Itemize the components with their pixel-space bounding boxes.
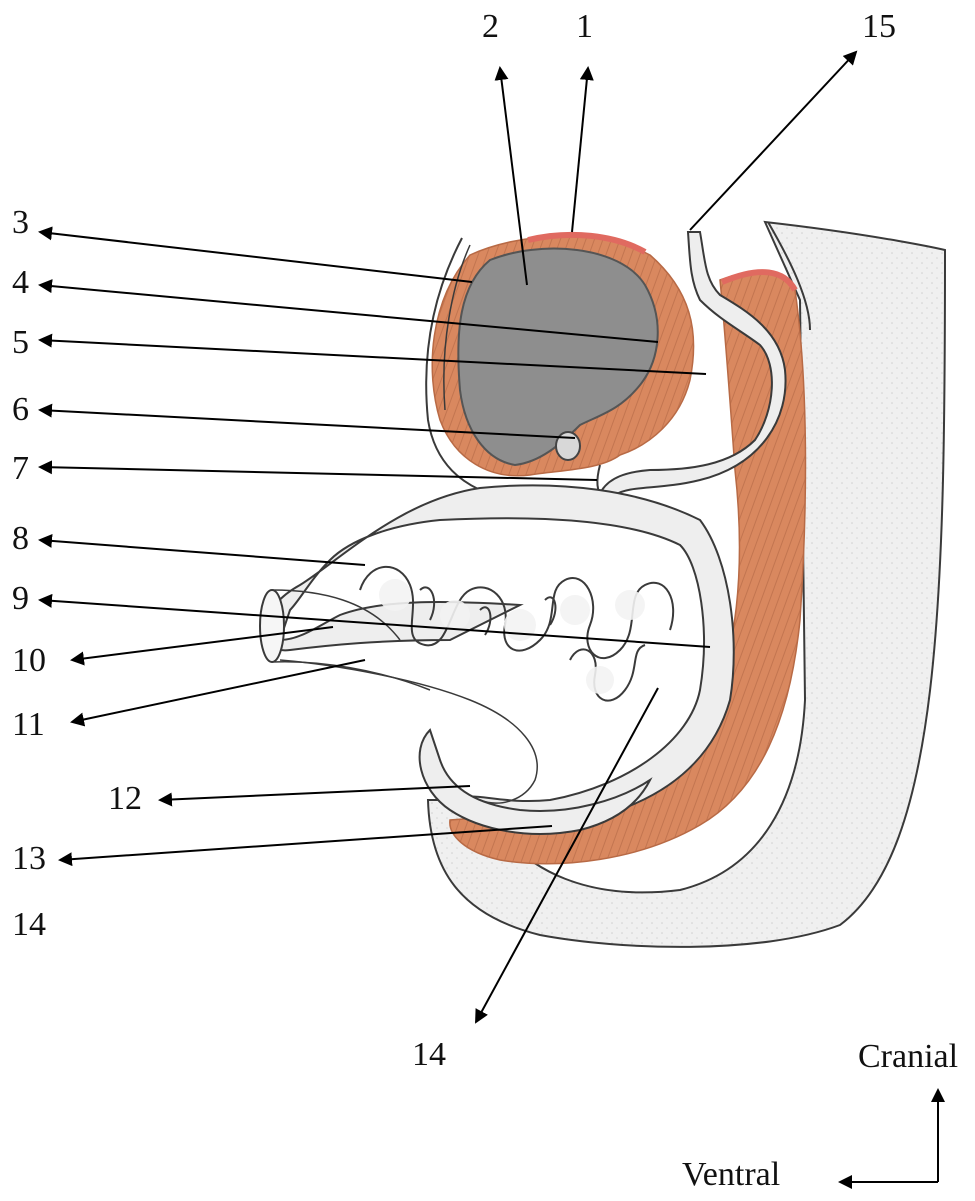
label-11: 11 — [12, 708, 45, 742]
label-3: 3 — [12, 206, 29, 240]
label-1: 1 — [576, 10, 593, 44]
arrow-15 — [690, 52, 856, 230]
hindgut-inner — [280, 660, 537, 803]
label-10: 10 — [12, 644, 46, 678]
label-4: 4 — [12, 266, 29, 300]
label-12: 12 — [108, 782, 142, 816]
label-9: 9 — [12, 582, 29, 616]
vitelline-duct-opening — [260, 590, 284, 662]
label-14-left: 14 — [12, 908, 46, 942]
label-14-bottom: 14 — [412, 1038, 446, 1072]
label-15: 15 — [862, 10, 896, 44]
label-8: 8 — [12, 522, 29, 556]
arrow-8 — [40, 540, 365, 565]
label-5: 5 — [12, 326, 29, 360]
arrow-11 — [72, 660, 365, 722]
arrow-3 — [40, 232, 472, 282]
midgut-loop — [265, 485, 734, 828]
label-2: 2 — [482, 10, 499, 44]
orientation-cranial: Cranial — [858, 1040, 958, 1074]
label-6: 6 — [12, 393, 29, 427]
arrow-12 — [160, 786, 470, 800]
label-7: 7 — [12, 452, 29, 486]
orientation-ventral: Ventral — [682, 1158, 780, 1192]
label-13: 13 — [12, 842, 46, 876]
arrow-1 — [572, 68, 588, 232]
